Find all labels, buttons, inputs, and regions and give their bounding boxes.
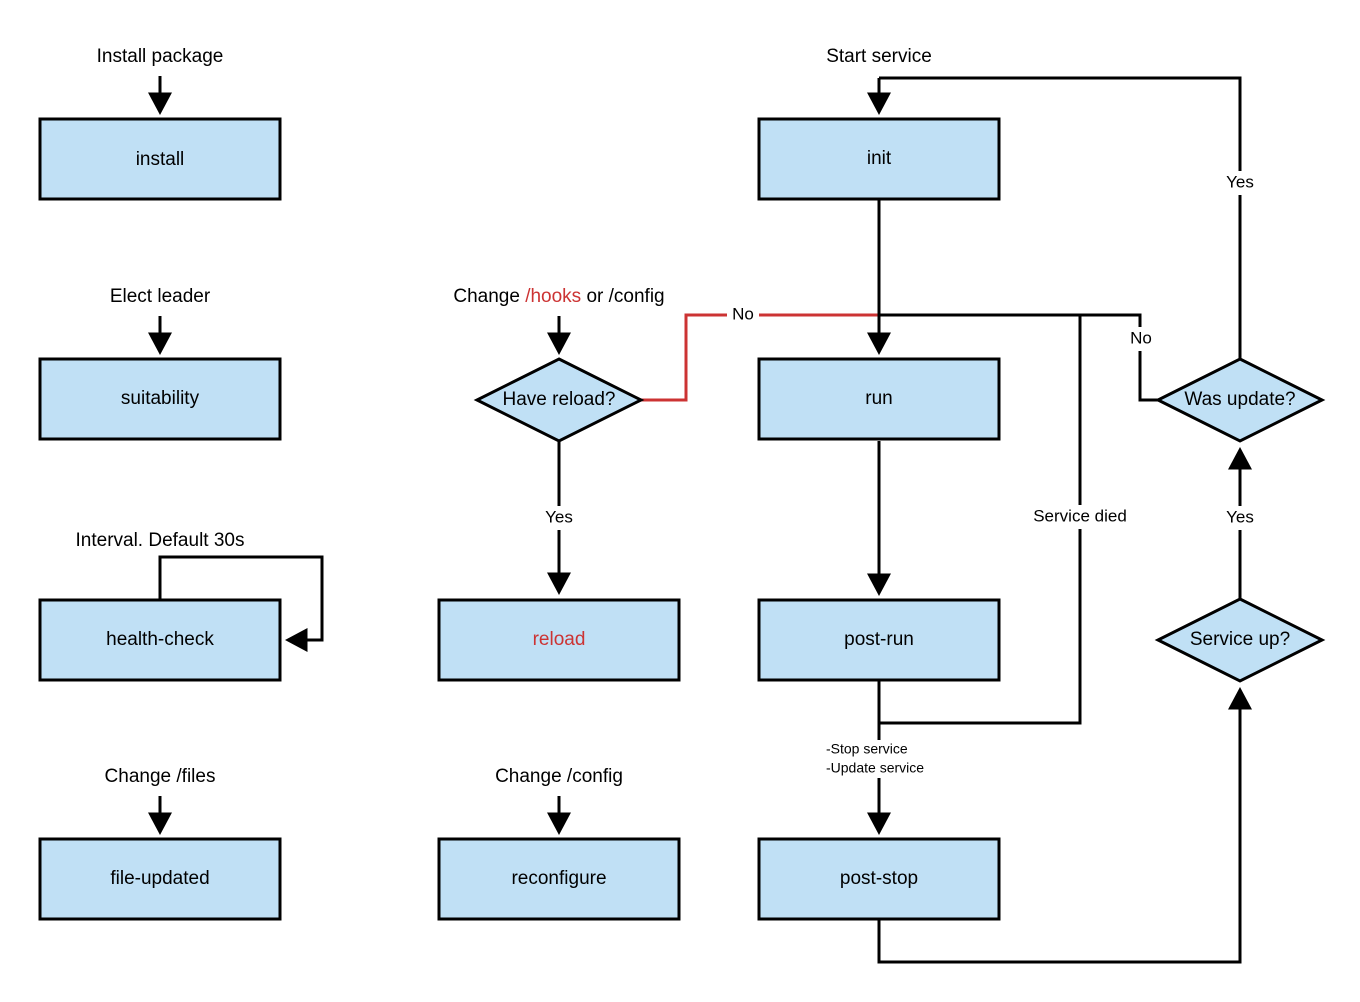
- node-have-reload[interactable]: [473, 357, 645, 443]
- node-reload-label: reload: [533, 629, 586, 650]
- annotation-start-service: Start service: [826, 46, 932, 67]
- node-init-label: init: [867, 148, 892, 169]
- node-post-stop[interactable]: [757, 837, 1001, 921]
- node-service-up-label: Service up?: [1190, 629, 1290, 650]
- edge-label-stop-service: -Stop service: [826, 741, 908, 757]
- node-post-run-label: post-run: [844, 629, 914, 650]
- node-was-update-label: Was update?: [1184, 389, 1295, 410]
- edge-label-stop-update-bg: [824, 740, 938, 778]
- node-init[interactable]: [757, 117, 1001, 201]
- node-install[interactable]: [38, 117, 282, 201]
- edge-label-service-died-bg: [1026, 505, 1134, 529]
- node-have-reload-label: Have reload?: [502, 389, 615, 410]
- node-health-check-label: health-check: [106, 629, 214, 650]
- annotation-change-hooks-post: or /config: [581, 286, 664, 307]
- annotation-change-hooks-pre: Change: [453, 286, 525, 307]
- node-suitability[interactable]: [38, 357, 282, 441]
- edge-label-update-service: -Update service: [826, 760, 924, 776]
- annotation-interval-default: Interval. Default 30s: [76, 530, 245, 551]
- node-reconfigure[interactable]: [437, 837, 681, 921]
- edge-label-no-update: No: [1130, 328, 1152, 347]
- edge-have-reload-no-to-run: [641, 313, 880, 402]
- edge-label-no-red-bg: [727, 303, 759, 327]
- annotation-change-hooks-red: /hooks: [525, 286, 581, 307]
- node-file-updated-label: file-updated: [110, 868, 209, 889]
- node-reconfigure-label: reconfigure: [511, 868, 606, 889]
- annotation-change-files: Change /files: [105, 766, 216, 787]
- edge-health-check-self-loop: [158, 555, 324, 652]
- edge-was-update-yes-to-init: [879, 76, 1242, 359]
- node-post-stop-label: post-stop: [840, 868, 918, 889]
- node-install-label: install: [136, 149, 185, 170]
- node-file-updated[interactable]: [38, 837, 282, 921]
- edge-label-yes-service-up-bg: [1218, 506, 1262, 530]
- node-run[interactable]: [757, 357, 1001, 441]
- annotation-change-config: Change /config: [495, 766, 623, 787]
- edge-label-yes-update: Yes: [1226, 172, 1254, 191]
- node-suitability-label: suitability: [121, 388, 200, 409]
- edge-label-yes-reload: Yes: [545, 507, 573, 526]
- node-run-label: run: [865, 388, 892, 409]
- edge-label-no-update-bg: [1124, 327, 1158, 351]
- edge-label-yes-service-up: Yes: [1226, 507, 1254, 526]
- node-was-update[interactable]: [1154, 357, 1326, 443]
- edge-was-update-no-return: [879, 313, 1158, 402]
- edge-label-yes-update-bg: [1218, 171, 1262, 195]
- edge-label-service-died: Service died: [1033, 506, 1127, 525]
- edge-post-stop-to-service-up: [877, 687, 1252, 964]
- node-service-up[interactable]: [1154, 597, 1326, 683]
- annotation-elect-leader: Elect leader: [110, 286, 211, 307]
- annotation-install-package: Install package: [97, 46, 224, 67]
- node-health-check[interactable]: [38, 598, 282, 682]
- edge-label-yes-reload-bg: [537, 506, 581, 530]
- edge-label-no-red: No: [732, 304, 754, 323]
- annotation-change-hooks-or-config: Change /hooks or /config: [453, 286, 664, 307]
- node-reload[interactable]: [437, 598, 681, 682]
- node-post-run[interactable]: [757, 598, 1001, 682]
